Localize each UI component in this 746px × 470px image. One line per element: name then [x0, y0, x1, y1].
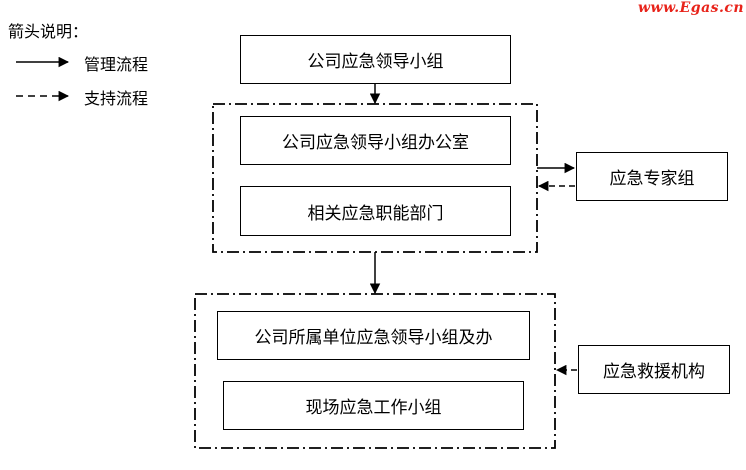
node-related-depts: 相关应急职能部门 [240, 186, 511, 236]
site-watermark: www.Egas.cn [638, 0, 745, 16]
legend-support-label: 支持流程 [84, 89, 149, 108]
node-rescue-org: 应急救援机构 [578, 345, 730, 394]
node-unit-leader-group: 公司所属单位应急领导小组及办 [217, 311, 530, 360]
legend-management-label: 管理流程 [84, 55, 149, 74]
legend-title: 箭头说明： [8, 22, 89, 41]
node-leader-group: 公司应急领导小组 [240, 35, 511, 84]
node-field-group: 现场应急工作小组 [223, 381, 524, 430]
node-expert-group: 应急专家组 [576, 152, 728, 201]
node-leader-office: 公司应急领导小组办公室 [240, 116, 511, 165]
